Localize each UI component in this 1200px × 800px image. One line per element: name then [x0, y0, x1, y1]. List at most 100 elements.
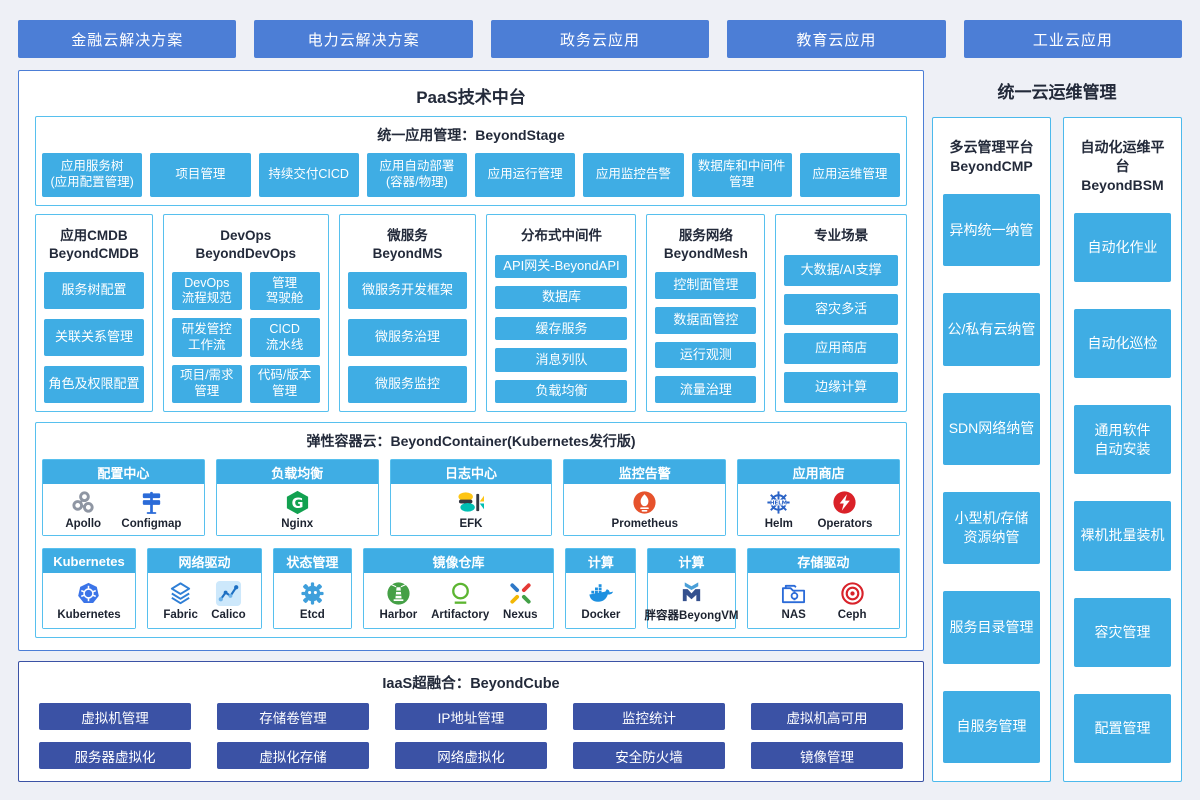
- scenario-dr-multiactive[interactable]: 容灾多活: [784, 293, 899, 325]
- mw-database[interactable]: 数据库: [495, 285, 628, 310]
- tool-beyongvm[interactable]: 胖容器BeyongVM: [645, 578, 738, 623]
- iaas-row-1: 虚拟机管理 存储卷管理 IP地址管理 监控统计 虚拟机高可用: [39, 703, 903, 730]
- tool-kubernetes[interactable]: Kubernetes: [57, 580, 121, 621]
- iaas-network-virtualization[interactable]: 网络虚拟化: [395, 742, 547, 769]
- bsm-auto-job[interactable]: 自动化作业: [1074, 212, 1171, 282]
- devops-workflow[interactable]: 研发管控 工作流: [171, 318, 242, 357]
- tool-nginx[interactable]: G Nginx: [281, 489, 313, 530]
- cmp-pub-priv-cloud[interactable]: 公/私有云纳管: [943, 293, 1040, 366]
- column-scenarios-items: 大数据/AI支撑 容灾多活 应用商店 边缘计算: [784, 254, 899, 403]
- group-compute-beyongvm-body: 胖容器BeyongVM: [645, 573, 738, 628]
- column-devops-items: DevOps 流程规范 管理 驾驶舱 研发管控 工作流 CICD 流水线 项目/…: [171, 272, 320, 403]
- ops-bsm-header: 自动化运维平台 BeyondBSM: [1080, 139, 1165, 193]
- devops-process[interactable]: DevOps 流程规范: [171, 272, 242, 311]
- iaas-volume-mgmt[interactable]: 存储卷管理: [217, 703, 369, 730]
- tool-ceph-label: Ceph: [837, 609, 867, 621]
- mw-cache[interactable]: 缓存服务: [495, 317, 628, 341]
- mesh-traffic[interactable]: 流量治理: [655, 376, 757, 404]
- tool-efk[interactable]: EFK: [457, 489, 485, 530]
- bsm-baremetal-provision[interactable]: 裸机批量装机: [1074, 501, 1171, 571]
- cmp-minicomputer-storage[interactable]: 小型机/存储 资源纳管: [943, 491, 1040, 565]
- tool-kubernetes-label: Kubernetes: [57, 609, 121, 621]
- tool-etcd[interactable]: Etcd: [299, 580, 326, 621]
- mw-load-balance[interactable]: 负载均衡: [495, 379, 628, 404]
- cmp-sdn-network[interactable]: SDN网络纳管: [943, 392, 1040, 465]
- mw-api-gateway[interactable]: API网关-BeyondAPI: [495, 254, 628, 278]
- ms-governance[interactable]: 微服务治理: [347, 319, 468, 357]
- stage-run-mgmt[interactable]: 应用运行管理: [475, 153, 576, 197]
- ms-dev-framework[interactable]: 微服务开发框架: [347, 272, 468, 310]
- nav-power-cloud[interactable]: 电力云解决方案: [254, 20, 473, 58]
- tool-apollo[interactable]: Apollo: [65, 489, 101, 530]
- cmp-self-service[interactable]: 自服务管理: [943, 690, 1040, 764]
- stage-app-service-tree[interactable]: 应用服务树 (应用配置管理): [42, 153, 143, 197]
- stage-db-middleware[interactable]: 数据库和中间件 管理: [691, 153, 792, 197]
- stage-monitor-alert[interactable]: 应用监控告警: [583, 153, 684, 197]
- iaas-vm-ha[interactable]: 虚拟机高可用: [751, 703, 903, 730]
- container-row-1: 配置中心 Apollo: [42, 459, 900, 536]
- nav-industry-cloud[interactable]: 工业云应用: [963, 20, 1183, 58]
- tool-configmap[interactable]: Configmap: [121, 489, 181, 530]
- tool-nexus[interactable]: Nexus: [503, 580, 538, 621]
- scenario-app-store[interactable]: 应用商店: [784, 332, 899, 364]
- tool-operators[interactable]: Operators: [817, 489, 872, 530]
- devops-code-version[interactable]: 代码/版本 管理: [249, 364, 320, 403]
- tool-helm[interactable]: HELM Helm: [765, 489, 793, 530]
- ops-column-bsm: 自动化运维平台 BeyondBSM 自动化作业 自动化巡检 通用软件 自动安装 …: [1063, 117, 1182, 782]
- iaas-title: IaaS超融合：BeyondCube: [382, 676, 560, 692]
- bsm-config-mgmt[interactable]: 配置管理: [1074, 693, 1171, 763]
- tool-artifactory[interactable]: Artifactory: [431, 580, 489, 621]
- group-log-center: 日志中心: [389, 459, 553, 536]
- bsm-auto-inspection[interactable]: 自动化巡检: [1074, 308, 1171, 379]
- iaas-image-mgmt[interactable]: 镜像管理: [751, 742, 903, 769]
- tool-beyongvm-label: 胖容器BeyongVM: [644, 610, 739, 622]
- tool-harbor[interactable]: Harbor: [380, 580, 417, 621]
- nav-edu-cloud[interactable]: 教育云应用: [727, 20, 946, 58]
- group-storage-driver-body: NAS: [747, 573, 900, 628]
- iaas-ip-mgmt[interactable]: IP地址管理: [395, 703, 547, 730]
- mesh-observe[interactable]: 运行观测: [655, 341, 757, 369]
- mesh-control-plane[interactable]: 控制面管理: [655, 272, 757, 299]
- cmp-hetero-mgmt[interactable]: 异构统一纳管: [943, 193, 1040, 267]
- tool-calico[interactable]: Calico: [211, 580, 246, 621]
- beyondstage-title: 统一应用管理：BeyondStage: [377, 127, 565, 143]
- ops-column-cmp: 多云管理平台 BeyondCMP 异构统一纳管 公/私有云纳管 SDN网络纳管 …: [932, 117, 1051, 782]
- iaas-monitor-stats[interactable]: 监控统计: [573, 703, 725, 730]
- tool-fabric[interactable]: Fabric: [163, 580, 198, 621]
- devops-pipeline[interactable]: CICD 流水线: [249, 318, 320, 357]
- tool-etcd-label: Etcd: [299, 609, 325, 621]
- iaas-vm-mgmt[interactable]: 虚拟机管理: [39, 703, 191, 730]
- group-image-registry-header: 镜像仓库: [363, 549, 554, 573]
- tool-docker[interactable]: Docker: [581, 580, 620, 621]
- stage-ops-mgmt[interactable]: 应用运维管理: [799, 153, 900, 197]
- scenario-bigdata-ai[interactable]: 大数据/AI支撑: [784, 254, 899, 286]
- nav-gov-cloud[interactable]: 政务云应用: [490, 20, 710, 58]
- bsm-dr-mgmt[interactable]: 容灾管理: [1074, 597, 1171, 667]
- group-monitor-alert: 监控告警 Prometheus: [563, 459, 727, 536]
- nav-finance-cloud[interactable]: 金融云解决方案: [18, 20, 237, 58]
- iaas-storage-virtualization[interactable]: 虚拟化存储: [217, 742, 369, 769]
- stage-project-mgmt[interactable]: 项目管理: [150, 153, 251, 197]
- devops-project-req[interactable]: 项目/需求 管理: [171, 364, 242, 403]
- mesh-data-plane[interactable]: 数据面管控: [655, 306, 757, 334]
- ms-monitoring[interactable]: 微服务监控: [347, 366, 468, 403]
- bsm-software-install[interactable]: 通用软件 自动安装: [1074, 405, 1171, 475]
- mw-message-queue[interactable]: 消息列队: [495, 348, 628, 372]
- tool-artifactory-label: Artifactory: [431, 609, 490, 621]
- iaas-server-virtualization[interactable]: 服务器虚拟化: [39, 742, 191, 769]
- tool-ceph[interactable]: Ceph: [837, 580, 867, 621]
- prometheus-icon: [633, 491, 656, 514]
- cmp-service-catalog[interactable]: 服务目录管理: [943, 591, 1040, 664]
- iaas-firewall[interactable]: 安全防火墙: [573, 742, 725, 769]
- cmdb-service-tree[interactable]: 服务树配置: [44, 272, 144, 310]
- tool-nas[interactable]: NAS: [780, 580, 807, 621]
- tool-prometheus[interactable]: Prometheus: [612, 489, 678, 530]
- cmdb-relations[interactable]: 关联关系管理: [44, 319, 144, 357]
- iaas-section: IaaS超融合：BeyondCube 虚拟机管理 存储卷管理 IP地址管理 监控…: [18, 661, 924, 782]
- scenario-edge[interactable]: 边缘计算: [784, 371, 899, 403]
- column-microservice-items: 微服务开发框架 微服务治理 微服务监控: [347, 272, 468, 403]
- devops-cockpit[interactable]: 管理 驾驶舱: [249, 272, 320, 311]
- stage-cicd[interactable]: 持续交付CICD: [258, 153, 359, 197]
- stage-auto-deploy[interactable]: 应用自动部署 (容器/物理): [366, 153, 467, 197]
- cmdb-roles[interactable]: 角色及权限配置: [44, 366, 144, 403]
